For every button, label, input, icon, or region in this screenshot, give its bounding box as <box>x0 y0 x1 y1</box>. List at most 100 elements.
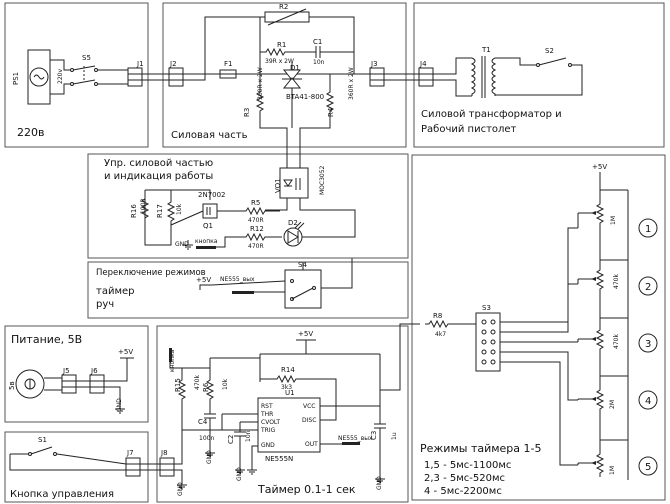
timer-title: Таймер 0.1-1 сек <box>257 483 356 496</box>
svg-text:GND: GND <box>116 398 123 412</box>
svg-text:39R x 2W: 39R x 2W <box>265 58 294 65</box>
resistor-r12: R12 470R <box>241 225 270 250</box>
svg-text:R15: R15 <box>174 378 182 392</box>
svg-text:GND: GND <box>175 241 189 248</box>
resistor-r4: R4 360R x 2W <box>326 67 355 117</box>
control-title-1: Упр. силовой частью <box>104 158 213 169</box>
supply-title: Питание, 5В <box>11 333 82 346</box>
svg-text:J3: J3 <box>370 60 378 68</box>
supply-block <box>4 325 149 423</box>
svg-text:R8: R8 <box>433 312 442 320</box>
button-title: Кнопка управления <box>10 489 114 500</box>
svg-text:360R x 2W: 360R x 2W <box>257 67 264 100</box>
svg-text:RST: RST <box>261 403 273 410</box>
connector-j4: J4 <box>418 60 434 87</box>
svg-text:C3: C3 <box>370 431 378 440</box>
svg-text:J1: J1 <box>136 60 144 68</box>
plus5v-timer: +5V <box>296 330 316 354</box>
ground-c4: GND <box>204 447 216 464</box>
transformer-block <box>413 2 665 148</box>
resistor-r14: R14 3k3 <box>272 366 301 391</box>
control-block <box>87 153 409 259</box>
svg-text:2N7002: 2N7002 <box>198 191 226 199</box>
svg-text:TRIG: TRIG <box>260 427 276 434</box>
power-jack: 5в <box>8 369 45 399</box>
connector-j6: J6 <box>89 367 105 394</box>
svg-text:J2: J2 <box>169 60 177 68</box>
svg-text:кнопка: кнопка <box>169 349 176 372</box>
svg-text:S3: S3 <box>482 304 491 312</box>
svg-text:J4: J4 <box>419 60 427 68</box>
modes-line-1: 1,5 - 5мс-1100мс <box>424 460 511 471</box>
svg-text:VCC: VCC <box>303 403 315 410</box>
resistor-r8: R8 4k7 <box>424 312 453 338</box>
trimmer-3: 470k <box>577 325 620 354</box>
capacitor-c4: C4 100n <box>198 413 216 442</box>
connector-j1: J1 <box>127 60 144 87</box>
svg-text:1M: 1M <box>609 466 616 475</box>
svg-text:F1: F1 <box>224 60 232 68</box>
fuse-f1: F1 <box>219 60 237 79</box>
mode-option-manual: руч <box>96 299 114 310</box>
svg-text:470k: 470k <box>613 274 620 289</box>
control-title-2: и индикация работы <box>104 171 213 182</box>
svg-text:кнопка: кнопка <box>195 238 218 245</box>
svg-text:GND: GND <box>261 442 275 449</box>
svg-text:+5V: +5V <box>592 163 607 171</box>
resistor-r1: R1 39R x 2W <box>261 41 294 65</box>
svg-text:R16: R16 <box>130 204 138 218</box>
svg-text:S5: S5 <box>82 54 91 62</box>
svg-text:470R: 470R <box>248 217 264 224</box>
mode-switch-title: Переключение режимов <box>96 268 206 278</box>
plus5v-modes: +5V <box>592 163 607 171</box>
svg-text:J8: J8 <box>160 449 168 457</box>
svg-text:1u: 1u <box>391 432 398 440</box>
svg-text:VO1: VO1 <box>274 178 282 193</box>
trimmer-5: 1M <box>577 449 616 478</box>
svg-text:BTA41-800: BTA41-800 <box>286 93 324 101</box>
svg-text:360R x 2W: 360R x 2W <box>348 67 355 100</box>
svg-text:R12: R12 <box>250 225 264 233</box>
svg-text:D2: D2 <box>288 219 298 227</box>
ground-c2: GND <box>234 464 246 481</box>
timer-ic-u1: U1 RST THR CVOLT TRIG GND VCC DISC OUT N… <box>257 389 321 463</box>
trimmer-1: 1M <box>577 199 617 228</box>
modes-block <box>411 154 666 501</box>
mode-number-1: 1 <box>638 218 658 238</box>
svg-text:1M: 1M <box>610 216 617 225</box>
trimmer-4: 2M <box>577 385 616 414</box>
connector-j8: J8 <box>159 449 175 477</box>
svg-text:GND: GND <box>206 450 213 464</box>
svg-text:+5V: +5V <box>118 348 133 356</box>
gun-switch-s2: S2 <box>536 47 572 67</box>
ne555-out-label-timer: NE555_вых <box>338 435 373 445</box>
svg-text:PS1: PS1 <box>12 72 20 85</box>
svg-text:R3: R3 <box>243 108 251 117</box>
plus5v-mode: +5V <box>196 276 212 290</box>
ground-j8: GND <box>176 479 188 496</box>
ground-control: GND <box>175 239 194 250</box>
svg-text:3k3: 3k3 <box>281 384 292 391</box>
transformer-title-2: Рабочий пистолет <box>421 124 517 135</box>
modes-title: Режимы таймера 1-5 <box>420 442 542 455</box>
svg-text:470k: 470k <box>194 375 201 390</box>
connector-j3: J3 <box>369 60 385 87</box>
svg-text:3: 3 <box>645 339 651 350</box>
button-signal-label: кнопка <box>195 238 218 249</box>
svg-text:S1: S1 <box>38 436 47 444</box>
svg-text:OUT: OUT <box>305 441 318 448</box>
power-supply-ps1: PS1 220v <box>12 49 64 105</box>
modes-line-2: 2,3 - 5мс-520мс <box>424 473 505 484</box>
svg-text:470R: 470R <box>248 243 264 250</box>
svg-text:GND: GND <box>177 482 184 496</box>
svg-text:100R: 100R <box>140 198 147 214</box>
button-label-vertical: кнопка <box>169 348 176 372</box>
svg-text:R5: R5 <box>251 199 260 207</box>
svg-text:220v: 220v <box>57 69 64 84</box>
connector-j5: J5 <box>61 367 77 394</box>
mains-switch-s5: S5 <box>70 54 98 86</box>
resistor-r5: R5 470R <box>241 199 270 224</box>
mode-selector-s3: S3 <box>475 304 501 372</box>
mode-option-timer: таймер <box>96 286 135 297</box>
optotriac-vo1: VO1 MOC3052 <box>274 165 326 199</box>
